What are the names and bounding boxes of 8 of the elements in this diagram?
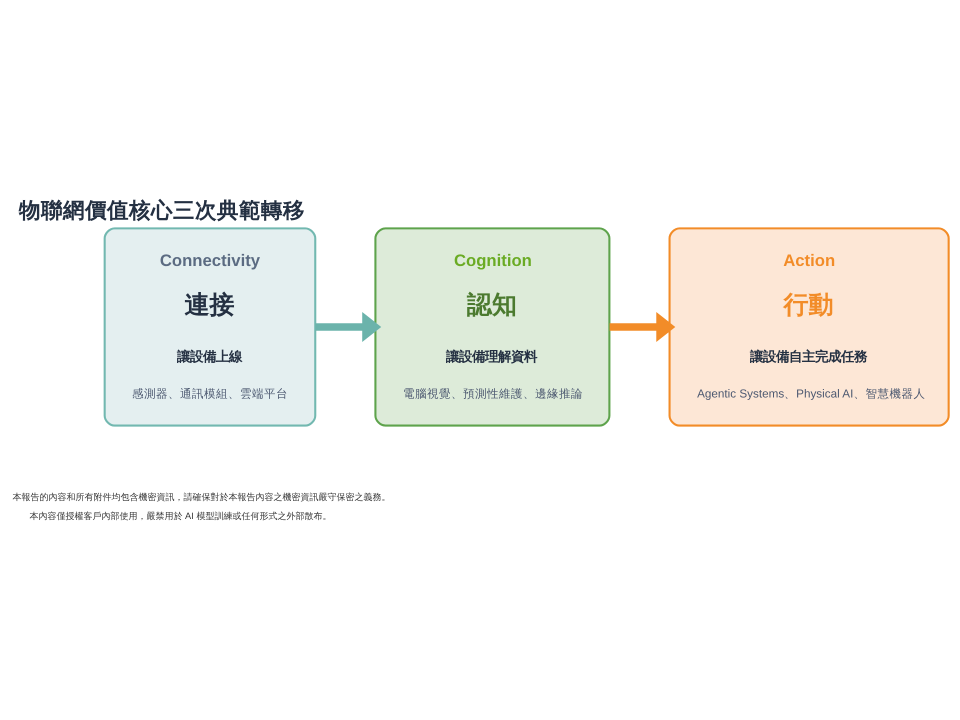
arrow	[314, 312, 381, 342]
arrow	[609, 312, 675, 342]
label: 本內容僅授權客戶內部使用，嚴禁用於 AI 模型訓練或任何形式之外部散布。	[28, 511, 331, 522]
node-box: Cognition 認知 讓設備理解資料 電腦視覺、預測性維護、邊緣推論	[374, 227, 610, 427]
node-box: Action 行動 讓設備自主完成任務 Agentic Systems、Physical AI、智慧機器人	[668, 227, 950, 427]
node-box: Connectivity 連接 讓設備上線 感測器、通訊模組、雲端平台	[103, 227, 316, 427]
label: 本報告的內容和所有附件均包含機密資訊，請確保對於本報告內容之機密資訊嚴守保密之義務。	[12, 492, 390, 502]
diagram-title: 物聯網價值核心三次典範轉移	[18, 197, 305, 222]
